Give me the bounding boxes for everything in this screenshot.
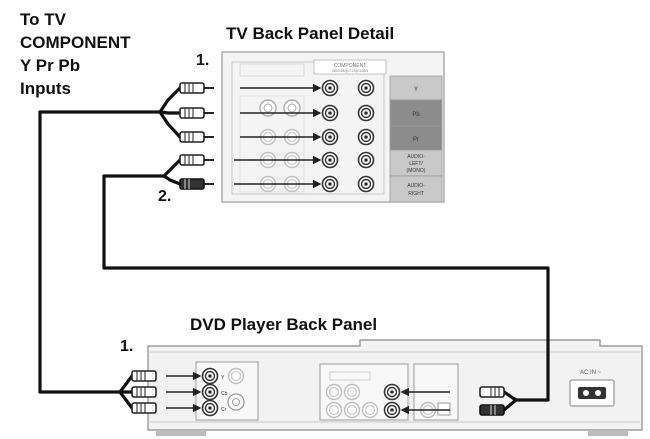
dvd-back-panel-title: DVD Player Back Panel — [190, 315, 378, 334]
dvd-video-plugs — [131, 370, 157, 414]
dvd-jack-audio-right — [383, 401, 401, 419]
tv-jack-pr — [321, 128, 339, 146]
tv-jack-audio-right — [321, 175, 339, 193]
dvd-jack-cr — [201, 399, 219, 417]
component-header-text: COMPONENT — [334, 63, 367, 69]
dvd-jack-label-cb: Cb — [221, 391, 228, 397]
side-label-audio-left-3: (MONO) — [407, 168, 426, 174]
s-video-jacks — [259, 99, 301, 117]
tv-back-panel: COMPONENT 480i/480p/720p/1080i — [221, 51, 445, 203]
dvd-step-1-label: 1. — [120, 338, 134, 355]
cable-audio-left-end — [162, 158, 182, 178]
tv-step-1-label: 1. — [196, 52, 210, 69]
cables — [38, 86, 550, 412]
ac-input: AC IN ~ — [569, 370, 615, 407]
plug-pr — [179, 131, 215, 143]
cable-video-main — [38, 110, 162, 394]
plug-audio-left — [179, 154, 215, 166]
dvd-jack-audio-left — [383, 383, 401, 401]
tv-jack-y — [321, 79, 339, 97]
tv-connection-arrows — [234, 83, 322, 189]
tv-back-panel-title: TV Back Panel Detail — [226, 24, 395, 43]
tv-inputs-line-3: Y Pr Pb — [20, 56, 81, 75]
dvd-connection-arrows — [166, 371, 450, 415]
cable-video-y-end — [158, 86, 182, 114]
dvd-audio-plugs — [479, 386, 505, 416]
side-label-y: Y — [414, 87, 418, 93]
tv-jack-audio-left — [321, 151, 339, 169]
tv-inputs-line-4: Inputs — [20, 79, 71, 98]
side-label-audio-left-1: AUDIO- — [407, 154, 425, 160]
tv-component-inputs-label: To TV COMPONENT Y Pr Pb Inputs — [20, 8, 131, 100]
ac-in-label: AC IN ~ — [580, 370, 602, 376]
side-label-pb: Pb — [412, 112, 420, 118]
component-subheader-text: 480i/480p/720p/1080i — [332, 69, 369, 73]
side-label-audio-right-2: RIGHT — [408, 191, 424, 197]
tv-video-plugs — [179, 82, 215, 143]
tv-step-2-label: 2. — [158, 188, 172, 205]
cable-audio-main — [102, 174, 550, 402]
dvd-jack-cb — [201, 383, 219, 401]
dvd-jack-label-y: Y — [221, 375, 225, 381]
plug-audio-right — [179, 178, 215, 190]
tv-audio-plugs — [179, 154, 215, 190]
dvd-jack-label-cr: Cr — [221, 407, 227, 413]
side-label-pr: Pr — [413, 137, 419, 143]
dvd-jack-y — [201, 367, 219, 385]
tv-inputs-line-2: COMPONENT — [20, 33, 131, 52]
tv-jack-pb — [321, 104, 339, 122]
plug-pb — [179, 107, 215, 119]
side-label-audio-right-1: AUDIO- — [407, 183, 425, 189]
tv-inputs-line-1: To TV — [20, 10, 66, 29]
tv-side-labels: Y Pb Pr AUDIO- LEFT/ (MONO) AUDIO- RIGHT — [389, 75, 443, 203]
side-label-audio-left-2: LEFT/ — [409, 161, 423, 167]
plug-y — [179, 82, 215, 94]
dvd-back-panel: Y Cb Cr AC IN ~ — [147, 339, 643, 436]
